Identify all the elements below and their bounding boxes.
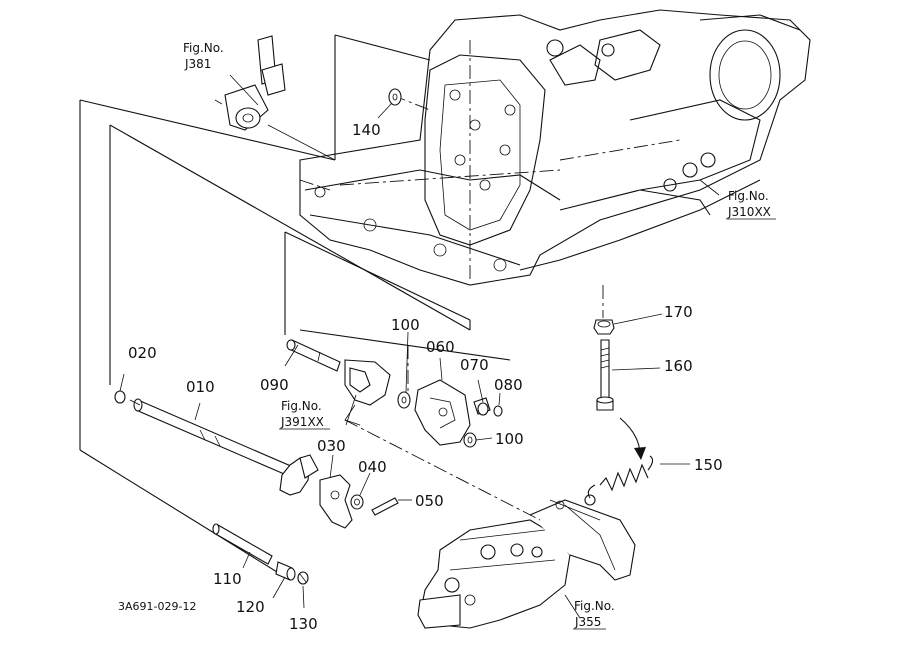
callout-160: 160: [664, 357, 693, 375]
shaft-090: [286, 339, 341, 372]
transmission-housing: [299, 9, 811, 286]
callout-130: 130: [289, 615, 318, 633]
fig-ref-j355-label: Fig.No.: [574, 599, 615, 613]
callout-090: 090: [260, 376, 289, 394]
callout-170: 170: [664, 303, 693, 321]
figure-ref-j381: Fig.No. J381: [183, 41, 224, 71]
lever-assembly-j381: [214, 35, 336, 161]
callout-150: 150: [694, 456, 723, 474]
nut-170: [593, 319, 615, 335]
callout-100-upper: 100: [391, 316, 420, 334]
shift-fork-shaft: [133, 398, 319, 496]
pin-110: [212, 523, 273, 565]
callout-050: 050: [415, 492, 444, 510]
callout-140: 140: [352, 121, 381, 139]
leader-lines: [119, 102, 720, 619]
fig-ref-j310xx-label: Fig.No.: [728, 189, 769, 203]
fig-ref-j310xx-code: J310XX: [727, 205, 771, 219]
callout-060: 060: [426, 338, 455, 356]
callout-040: 040: [358, 458, 387, 476]
figure-ref-j355: Fig.No. J355: [573, 599, 615, 630]
arrow-160-to-150: [619, 417, 646, 460]
fig-ref-j381-label: Fig.No.: [183, 41, 224, 55]
fig-ref-j355-code: J355: [574, 615, 601, 629]
callout-070: 070: [460, 356, 489, 374]
drawing-code: 3A691-029-12: [118, 600, 196, 613]
callout-010: 010: [186, 378, 215, 396]
callout-120: 120: [236, 598, 265, 616]
shift-lever: [344, 359, 391, 426]
callout-030: 030: [317, 437, 346, 455]
bolt-160: [596, 339, 614, 411]
washer-100-upper: [397, 391, 411, 409]
figure-ref-j310xx: Fig.No. J310XX: [726, 189, 776, 220]
callout-labels: 020 010 090 100 060 070 080 100 030 040 …: [128, 121, 723, 633]
frame-lines: [79, 34, 511, 581]
clip-080: [493, 405, 503, 417]
washer-040: [350, 494, 364, 510]
callout-020: 020: [128, 344, 157, 362]
alignment-lines: [129, 94, 604, 521]
pin-050: [371, 497, 399, 516]
fig-ref-j391xx-code: J391XX: [280, 415, 324, 429]
callout-100-lower: 100: [495, 430, 524, 448]
callout-110: 110: [213, 570, 242, 588]
shift-fork-030: [319, 474, 353, 529]
bracket-060: [414, 379, 471, 446]
control-valve: [417, 494, 636, 629]
fig-ref-j391xx-label: Fig.No.: [281, 399, 322, 413]
clip-130: [297, 571, 309, 585]
figure-ref-j391xx: Fig.No. J391XX: [279, 399, 330, 430]
ring-020: [114, 390, 126, 404]
callout-080: 080: [494, 376, 523, 394]
pin-070: [473, 397, 491, 416]
spring-150: [587, 455, 654, 499]
clip-140: [388, 88, 402, 106]
washer-100-lower: [463, 432, 477, 448]
collar-120: [275, 561, 296, 581]
fig-ref-j381-code: J381: [184, 57, 211, 71]
